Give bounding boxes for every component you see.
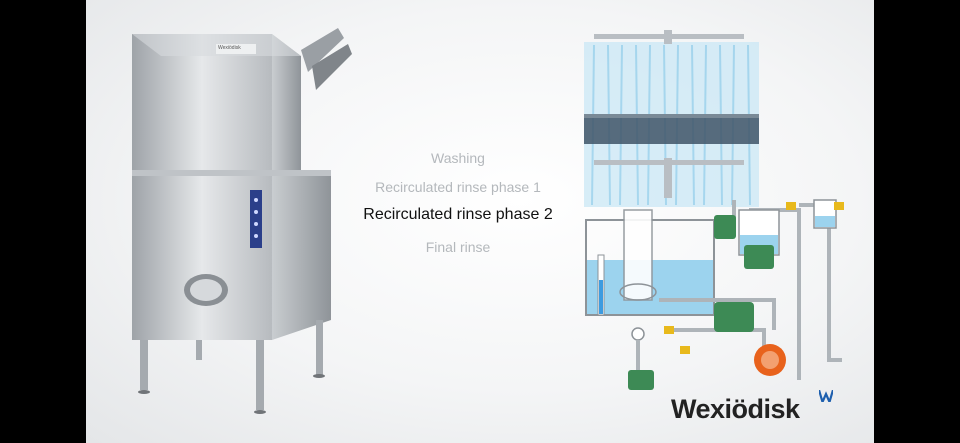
video-frame: Wexiödisk Washing Recirculated rinse pha… bbox=[86, 0, 874, 443]
phase-rinse-1: Recirculated rinse phase 1 bbox=[375, 179, 541, 195]
brand-name: Wexiödisk bbox=[671, 394, 800, 424]
phase-final-rinse: Final rinse bbox=[425, 239, 491, 255]
dishwasher-illustration bbox=[132, 28, 352, 414]
brand-logo: Wexiödisk bbox=[671, 390, 851, 430]
phase-washing: Washing bbox=[431, 150, 485, 166]
phase-rinse-2: Recirculated rinse phase 2 bbox=[363, 206, 553, 223]
rinse-schematic bbox=[584, 30, 844, 390]
letterbox-left bbox=[0, 0, 86, 443]
letterbox-right bbox=[874, 0, 960, 443]
brand-w-mark-icon bbox=[819, 390, 833, 402]
machine-badge: Wexiödisk bbox=[218, 45, 241, 51]
